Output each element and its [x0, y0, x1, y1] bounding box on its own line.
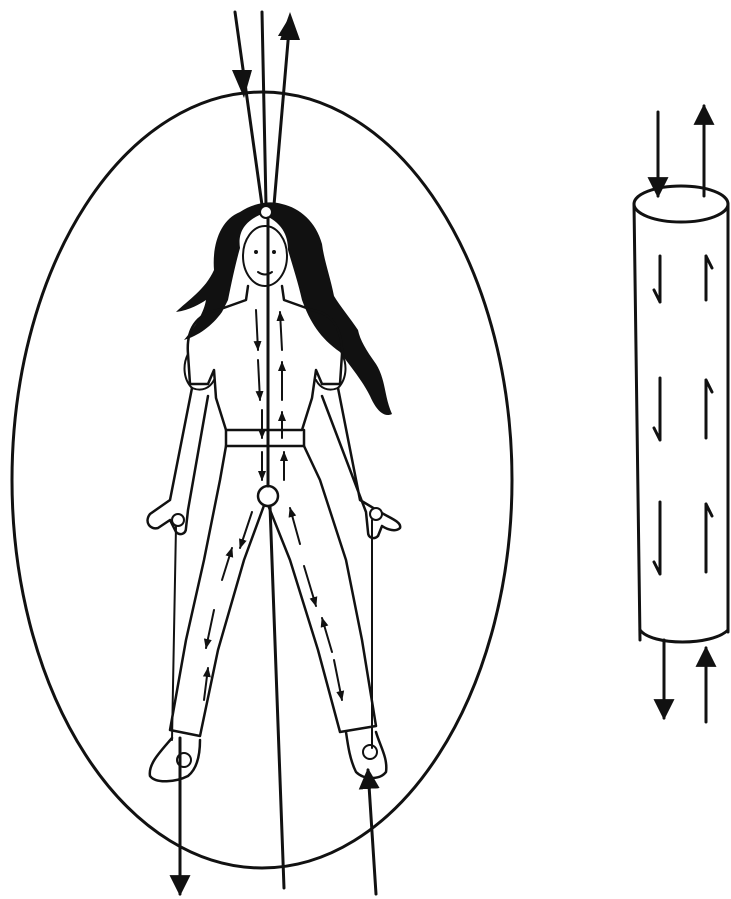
cylinder-figure	[634, 106, 728, 722]
left-leg-arrow-2	[222, 548, 232, 580]
torso-arrow-up-1	[280, 312, 282, 350]
central-channel	[256, 218, 284, 888]
torso-arrow-down-2	[258, 360, 260, 400]
right-leg-arrow-3	[322, 618, 332, 652]
cyl-down-arrow-2-icon	[654, 378, 660, 440]
right-leg-arrow-4	[334, 660, 342, 700]
cyl-down-arrow-1-icon	[654, 256, 660, 302]
torso-arrow-down-1	[256, 310, 258, 350]
right-eye	[272, 250, 276, 254]
cyl-up-arrow-1-icon	[706, 256, 712, 300]
cylinder-top	[634, 186, 728, 222]
right-leg-arrow-2	[304, 566, 316, 606]
waistband	[226, 430, 304, 446]
woman-figure	[148, 202, 401, 781]
crown-line-up-right	[274, 18, 290, 205]
cyl-up-arrow-2-icon	[706, 380, 712, 438]
face	[243, 226, 287, 286]
channel-lower-line	[270, 506, 284, 888]
left-eye	[254, 250, 258, 254]
left-arm	[148, 388, 208, 534]
crown-chakra	[260, 206, 272, 218]
right-hand-chakra	[370, 508, 382, 520]
crown-line-down-left	[235, 12, 262, 205]
root-chakra	[258, 486, 278, 506]
right-foot-chakra	[363, 745, 377, 759]
crown-line-center	[262, 12, 266, 205]
cylinder-bottom	[640, 630, 728, 642]
cyl-down-arrow-3-icon	[654, 502, 660, 574]
left-hand-chakra	[172, 514, 184, 526]
arrowhead-up-icon	[280, 12, 300, 40]
cyl-up-arrow-3-icon	[706, 504, 712, 572]
left-leg-arrow-3	[206, 610, 214, 648]
right-leg-arrow-1	[290, 508, 300, 544]
left-foot	[150, 738, 200, 781]
cylinder-body	[634, 204, 728, 640]
crown-flow-lines	[232, 12, 300, 205]
